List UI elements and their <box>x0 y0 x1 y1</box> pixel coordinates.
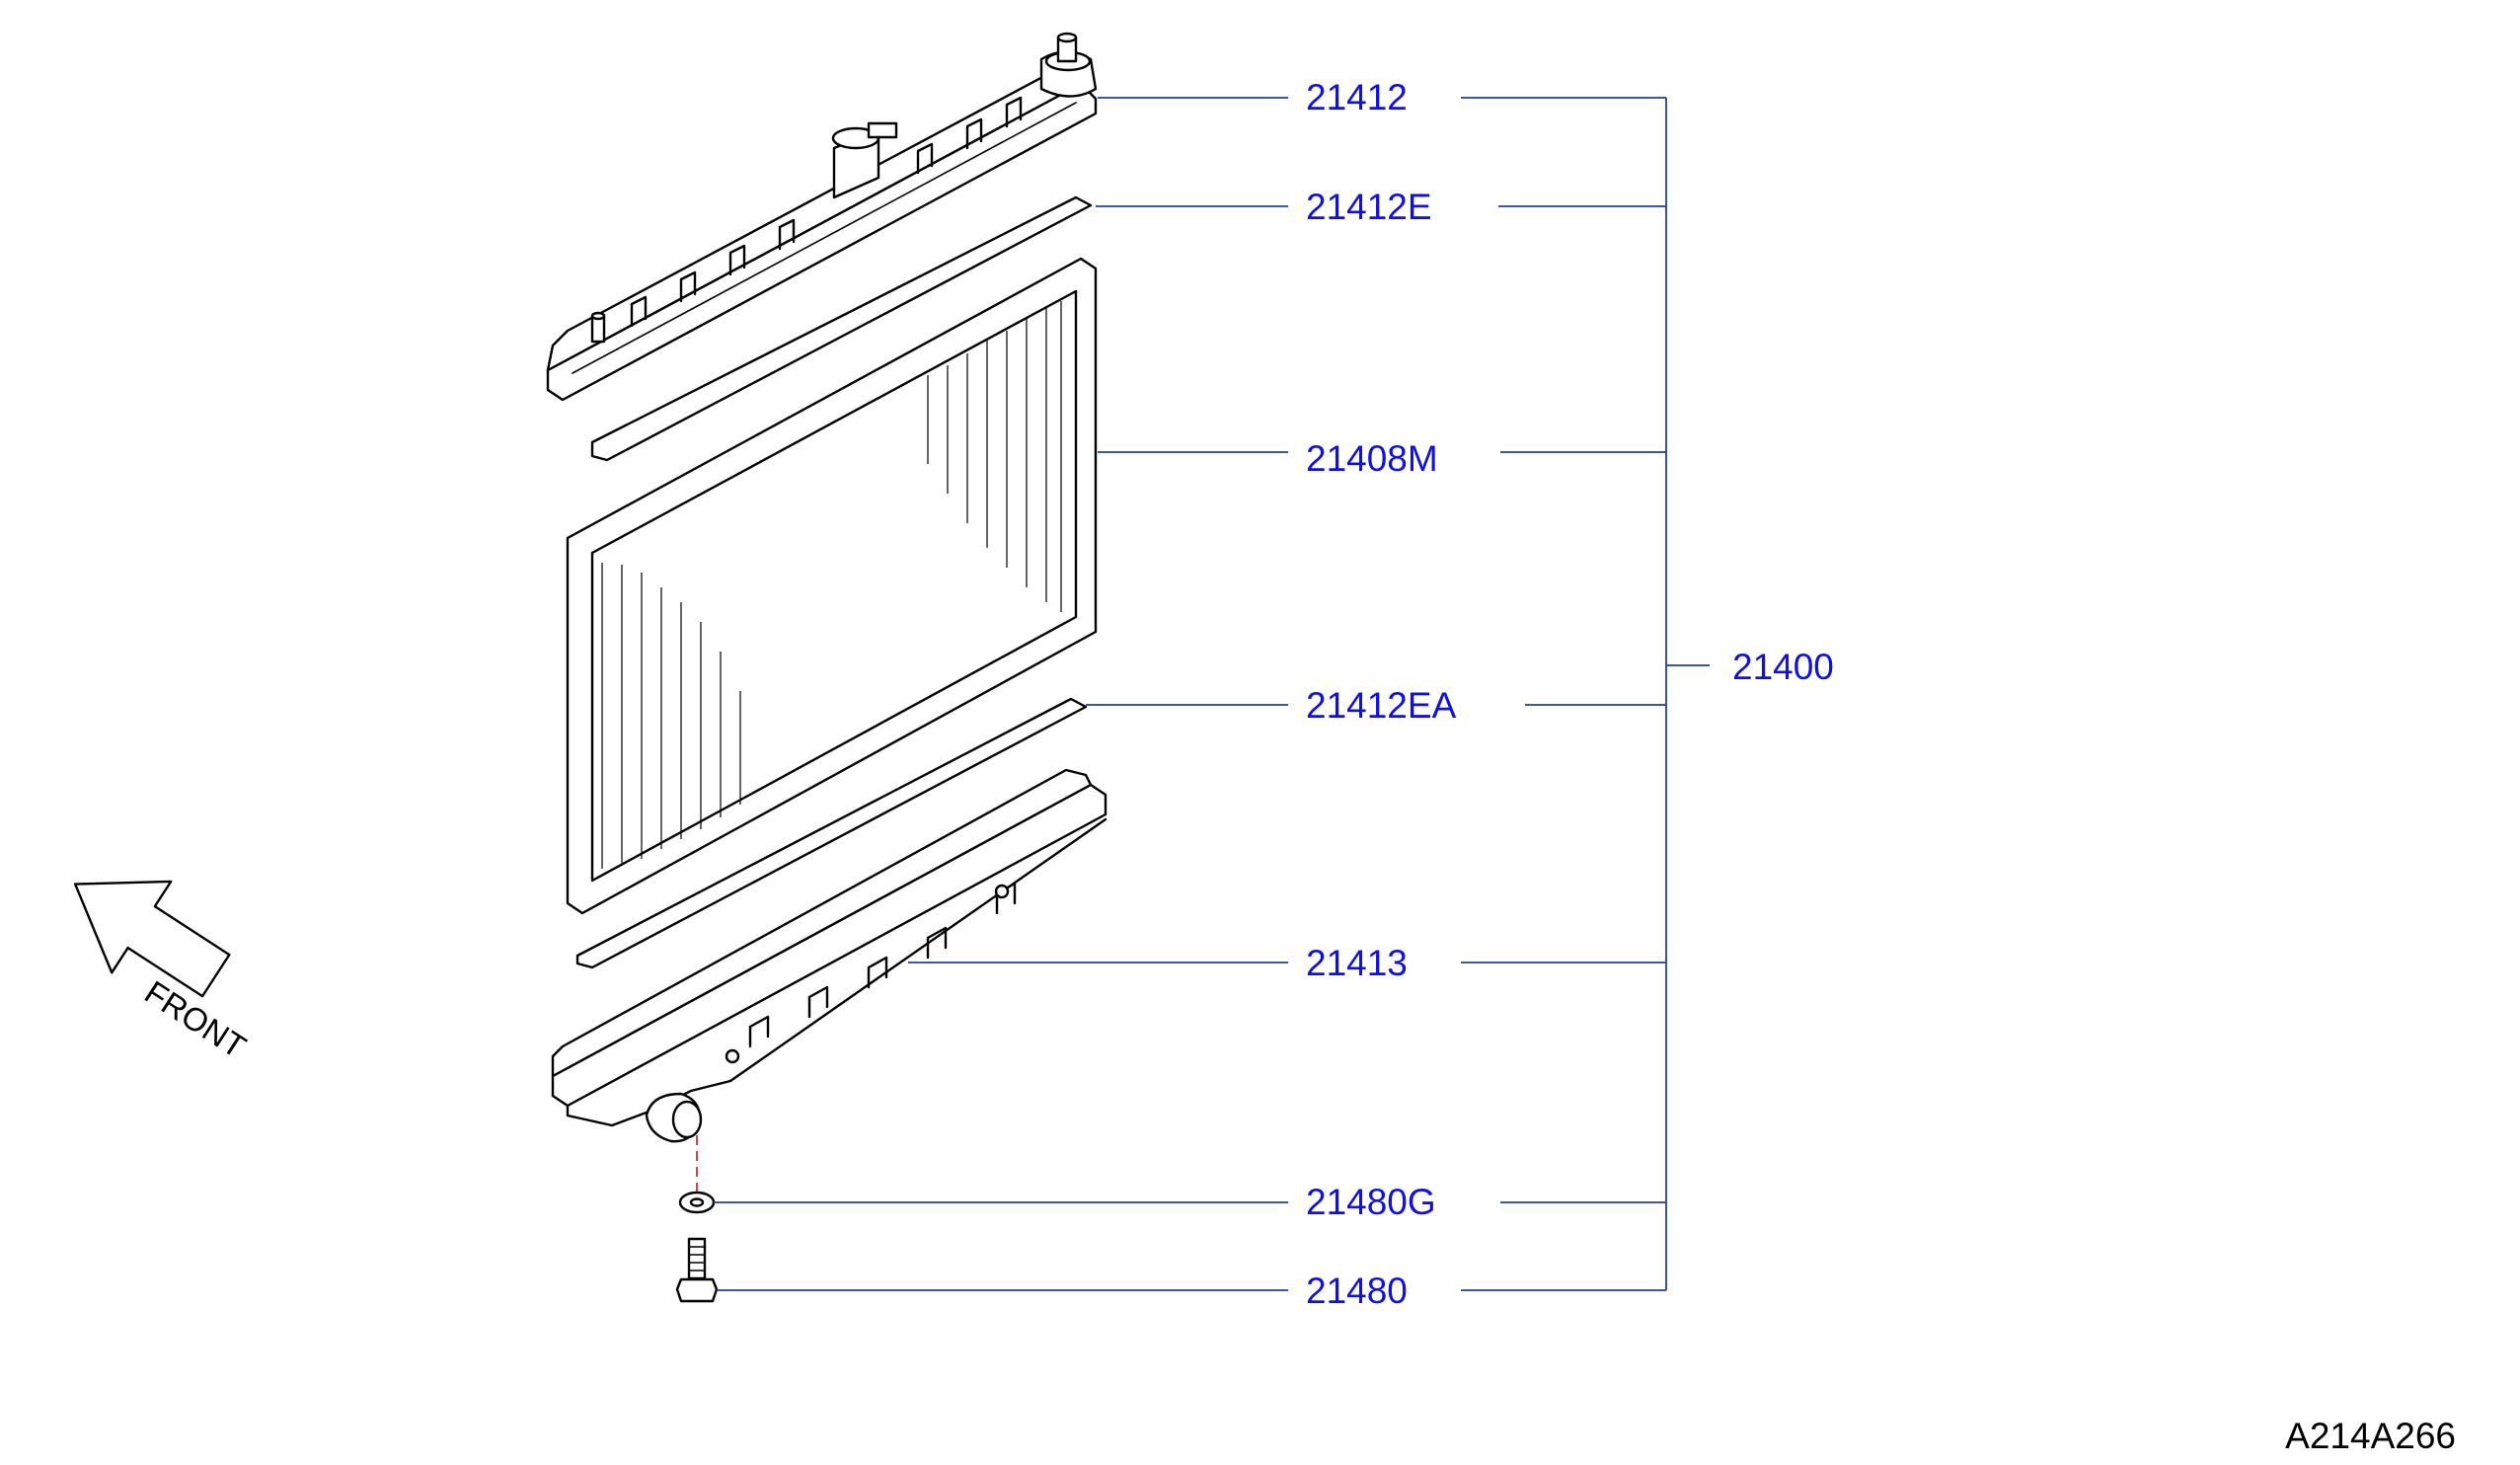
assembly-label-21400[interactable]: 21400 <box>1732 647 1834 687</box>
part-label-21412ea[interactable]: 21412EA <box>1306 685 1457 726</box>
part-label-21408m[interactable]: 21408M <box>1306 438 1438 479</box>
front-direction-indicator: FRONT <box>73 880 253 1065</box>
part-label-21413[interactable]: 21413 <box>1306 943 1408 983</box>
part-label-21480[interactable]: 21480 <box>1306 1271 1408 1311</box>
lower-seal-drawing <box>575 697 1088 969</box>
part-label-21412[interactable]: 21412 <box>1306 77 1408 117</box>
part-label-21480g[interactable]: 21480G <box>1306 1182 1436 1222</box>
part-label-21412e[interactable]: 21412E <box>1306 187 1432 227</box>
leader-lines <box>714 97 1710 1291</box>
diagram-code: A214A266 <box>2285 1416 2456 1456</box>
washer-drawing <box>678 1191 716 1214</box>
radiator-illustration <box>546 32 1107 1303</box>
core-drawing <box>566 257 1098 915</box>
front-arrow-icon <box>73 880 231 998</box>
upper-seal-drawing <box>590 195 1093 462</box>
drain-plug-drawing <box>675 1237 719 1303</box>
upper-tank-drawing <box>546 32 1098 402</box>
part-labels: 21412 21412E 21408M 21412EA 21413 21480G… <box>1306 77 1834 1311</box>
lower-tank-drawing <box>551 768 1107 1143</box>
